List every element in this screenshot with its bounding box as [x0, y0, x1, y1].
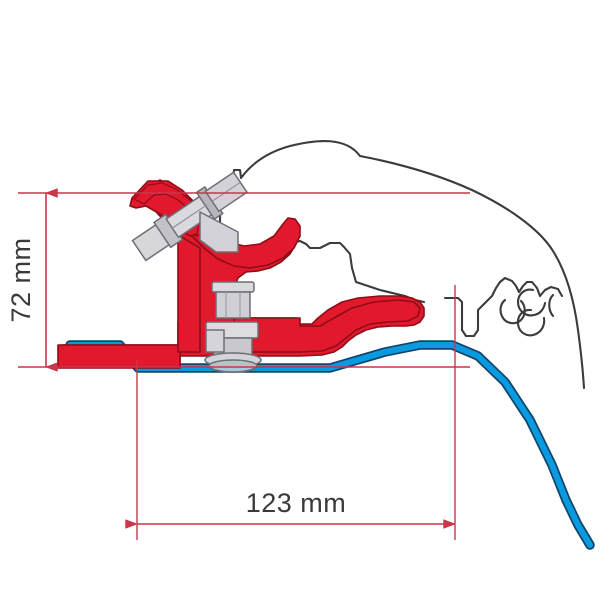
vehicle-roof-profile	[218, 139, 586, 390]
height-dimension-label: 72 mm	[6, 237, 36, 322]
center-bolt-stack	[204, 281, 262, 373]
upper-clamp-bolt	[131, 171, 249, 262]
width-dimension-label: 123 mm	[246, 488, 347, 518]
width-dimension: 123 mm	[125, 285, 457, 540]
height-dimension: 72 mm	[6, 188, 470, 372]
